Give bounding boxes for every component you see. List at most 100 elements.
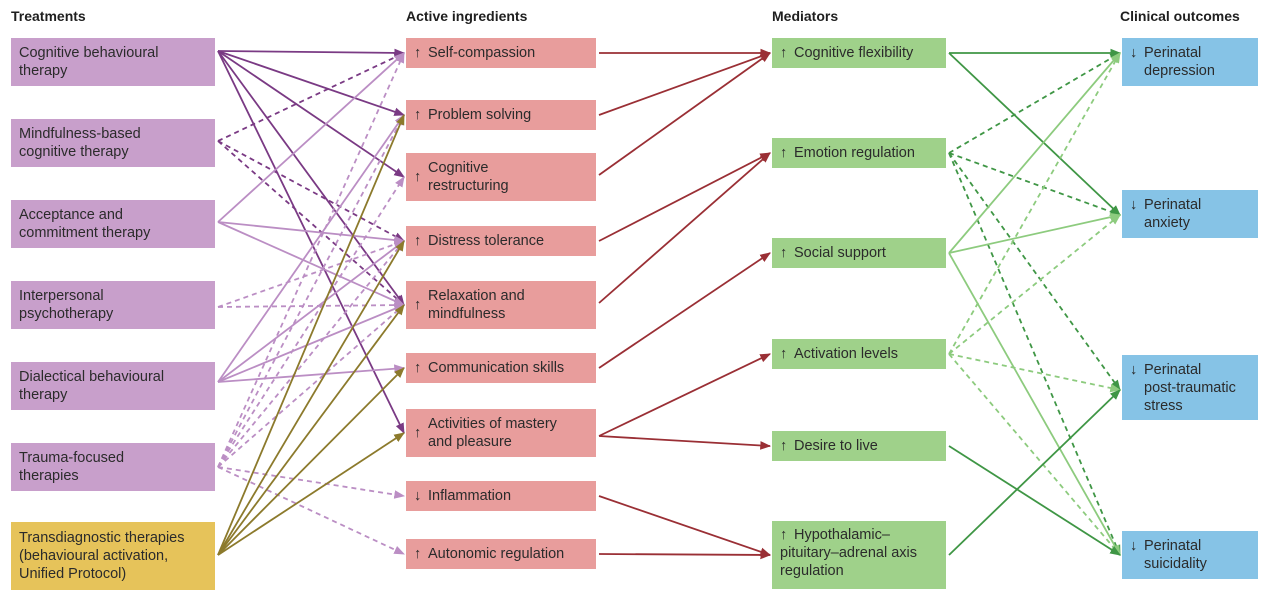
mediator-label: Hypothalamic– pituitary–adrenal axis reg…: [780, 527, 918, 579]
link-activation-to-anx: [948, 214, 1121, 355]
link-hpa-to-pts: [948, 389, 1121, 556]
increase-arrow-icon: ↑: [780, 145, 788, 161]
ingredient-inflammation[interactable]: ↓ Inflammation: [406, 481, 596, 511]
treatment-cbt[interactable]: Cognitive behavioural therapy: [11, 38, 215, 86]
treatment-label: Mindfulness-based cognitive therapy: [19, 126, 141, 160]
link-distress-to-emotion: [598, 152, 771, 242]
link-comm-to-social: [598, 252, 771, 369]
link-trans-to-distress: [217, 240, 405, 556]
ingredient-autonomic-regulation[interactable]: ↑ Autonomic regulation: [406, 539, 596, 569]
outcome-perinatal-post-traumatic-stress[interactable]: ↓ Perinatal post-traumatic stress: [1122, 355, 1258, 420]
link-tf-to-problem: [217, 114, 405, 468]
link-emotion-to-suic: [948, 152, 1121, 556]
link-emotion-to-pts: [948, 152, 1121, 391]
increase-arrow-icon: ↑: [414, 546, 422, 562]
ingredient-problem-solving[interactable]: ↑ Problem solving: [406, 100, 596, 130]
decrease-arrow-icon: ↓: [1130, 197, 1138, 213]
increase-arrow-icon: ↑: [414, 107, 422, 123]
link-tf-to-inflamm: [217, 466, 406, 499]
ingredient-label: Activities of mastery and pleasure: [428, 416, 557, 450]
link-autonomic-to-hpa: [598, 550, 772, 560]
link-dbt-to-problem: [217, 114, 405, 383]
mediator-social-support[interactable]: ↑ Social support: [772, 238, 946, 268]
link-dbt-to-relax: [217, 304, 405, 383]
outcome-perinatal-suicidality[interactable]: ↓ Perinatal suicidality: [1122, 531, 1258, 579]
link-mbct-to-relax: [217, 140, 405, 306]
link-cbt-to-relax: [217, 50, 405, 306]
mediator-activation-levels[interactable]: ↑ Activation levels: [772, 339, 946, 369]
link-ipt-to-relax: [217, 300, 406, 310]
link-dbt-to-comm: [217, 364, 406, 383]
column-title-treatments: Treatments: [11, 8, 86, 24]
ingredient-label: Problem solving: [428, 107, 532, 123]
ingredient-activities-mastery-pleasure[interactable]: ↑ Activities of mastery and pleasure: [406, 409, 596, 457]
mediator-hpa-axis-regulation[interactable]: ↑Hypothalamic– pituitary–adrenal axis re…: [772, 521, 946, 589]
treatment-ipt[interactable]: Interpersonal psychotherapy: [11, 281, 215, 329]
column-title-clinical-outcomes: Clinical outcomes: [1120, 8, 1240, 24]
treatment-trauma-focused[interactable]: Trauma-focused therapies: [11, 443, 215, 491]
ingredient-label: Distress tolerance: [428, 233, 545, 249]
link-tf-to-autonomic: [217, 466, 405, 555]
mediator-label: Cognitive flexibility: [794, 45, 914, 61]
ingredient-communication-skills[interactable]: ↑ Communication skills: [406, 353, 596, 383]
ingredient-cognitive-restructuring[interactable]: ↑ Cognitive restructuring: [406, 153, 596, 201]
link-ipt-to-distress: [217, 240, 406, 308]
mediator-label: Activation levels: [794, 346, 898, 362]
link-activation-to-suic: [948, 353, 1121, 556]
treatment-label: Trauma-focused therapies: [19, 450, 125, 484]
link-activities-to-desire: [598, 435, 772, 450]
link-social-to-anx: [948, 212, 1122, 254]
ingredient-label: Cognitive restructuring: [428, 160, 509, 194]
column-title-active-ingredients: Active ingredients: [406, 8, 528, 24]
link-cbt-to-cogrestr: [217, 50, 405, 178]
link-activities-to-activation: [598, 353, 771, 437]
ingredient-label: Relaxation and mindfulness: [428, 288, 525, 322]
increase-arrow-icon: ↑: [780, 45, 788, 61]
ingredient-label: Communication skills: [428, 360, 565, 376]
outcome-label: Perinatal post-traumatic stress: [1144, 362, 1236, 414]
link-act-to-selfcomp: [217, 52, 405, 223]
column-title-mediators: Mediators: [772, 8, 839, 24]
mediator-label: Desire to live: [794, 438, 878, 454]
link-cbt-to-problem: [217, 50, 406, 116]
increase-arrow-icon: ↑: [780, 346, 788, 362]
decrease-arrow-icon: ↓: [1130, 538, 1138, 554]
outcome-perinatal-depression[interactable]: ↓ Perinatal depression: [1122, 38, 1258, 86]
outcome-label: Perinatal depression: [1144, 45, 1215, 79]
link-tf-to-relax: [217, 304, 405, 468]
increase-arrow-icon: ↑: [414, 360, 422, 376]
ingredient-distress-tolerance[interactable]: ↑ Distress tolerance: [406, 226, 596, 256]
link-cogrestr-to-cogflex: [598, 52, 771, 176]
link-tf-to-distress: [217, 240, 405, 468]
mediator-emotion-regulation[interactable]: ↑ Emotion regulation: [772, 138, 946, 168]
link-tf-to-selfcomp: [217, 52, 405, 468]
treatment-mbct[interactable]: Mindfulness-based cognitive therapy: [11, 119, 215, 167]
treatment-transdiagnostic[interactable]: Transdiagnostic therapies (behavioural a…: [11, 522, 215, 590]
link-relax-to-emotion: [598, 152, 771, 304]
decrease-arrow-icon: ↓: [1130, 45, 1138, 61]
treatment-label: Cognitive behavioural therapy: [19, 45, 159, 79]
increase-arrow-icon: ↑: [414, 45, 422, 61]
ingredient-self-compassion[interactable]: ↑ Self-compassion: [406, 38, 596, 68]
link-mbct-to-selfcomp: [217, 52, 405, 142]
treatment-label: Interpersonal psychotherapy: [19, 288, 114, 322]
treatment-dbt[interactable]: Dialectical behavioural therapy: [11, 362, 215, 410]
link-trans-to-comm: [217, 367, 405, 556]
link-dbt-to-distress: [217, 240, 405, 383]
link-problem-to-cogflex: [598, 52, 772, 116]
treatment-act[interactable]: Acceptance and commitment therapy: [11, 200, 215, 248]
link-cbt-to-activities: [217, 50, 405, 434]
increase-arrow-icon: ↑: [780, 438, 788, 454]
mediator-label: Emotion regulation: [794, 145, 915, 161]
link-activation-to-depr: [948, 52, 1121, 355]
outcome-perinatal-anxiety[interactable]: ↓ Perinatal anxiety: [1122, 190, 1258, 238]
increase-arrow-icon: ↑: [414, 233, 422, 249]
decrease-arrow-icon: ↓: [414, 488, 422, 504]
mediator-cognitive-flexibility[interactable]: ↑ Cognitive flexibility: [772, 38, 946, 68]
link-cbt-to-selfcomp: [217, 48, 406, 58]
increase-arrow-icon: ↑: [414, 425, 422, 441]
link-activation-to-pts: [948, 353, 1122, 393]
mediator-desire-to-live[interactable]: ↑ Desire to live: [772, 431, 946, 461]
treatment-label: Dialectical behavioural therapy: [19, 369, 165, 403]
ingredient-relaxation-mindfulness[interactable]: ↑ Relaxation and mindfulness: [406, 281, 596, 329]
